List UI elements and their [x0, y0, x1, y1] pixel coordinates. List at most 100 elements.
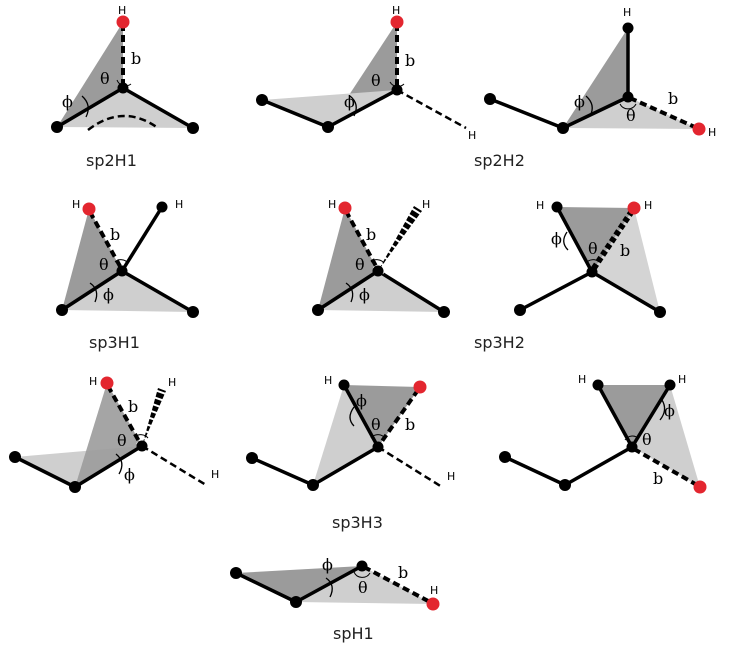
atom-h-target: [338, 201, 352, 215]
dihedral-plane-dark: [344, 385, 420, 447]
b-bond-dashed: [629, 96, 698, 130]
panel-sph1: H b θ ϕ spH1: [230, 555, 440, 643]
phi-label: ϕ: [62, 92, 73, 111]
h-label: H: [175, 198, 183, 211]
dihedral-plane-light: [318, 271, 444, 312]
h-label: H: [422, 198, 430, 211]
bond: [555, 206, 594, 273]
theta-arc: [624, 435, 639, 441]
h-label: H: [168, 376, 176, 389]
bond: [377, 269, 445, 314]
atom-h-target: [116, 15, 130, 29]
h-bond-dashed: [377, 445, 443, 489]
phi-arc: [89, 282, 98, 303]
dihedral-plane-dark: [557, 207, 634, 272]
atom-h: [622, 22, 634, 34]
bond: [591, 270, 661, 314]
atom-c: [51, 121, 63, 133]
dihedral-plane-light: [592, 208, 660, 312]
h-bond-dashed: [396, 88, 467, 130]
theta-label: θ: [371, 415, 381, 434]
phi-arc: [115, 453, 123, 475]
h-label: H: [447, 470, 455, 483]
h-label: H: [392, 4, 400, 17]
atom-c: [69, 481, 81, 493]
phi-label: ϕ: [344, 92, 355, 111]
dihedral-plane-light: [563, 97, 699, 129]
panel-caption: spH1: [333, 624, 374, 643]
bond: [564, 445, 633, 487]
b-label: b: [110, 225, 120, 244]
b-bond-dashed: [591, 209, 635, 270]
panel-sp2h2: H H b θ ϕ sp2H2: [256, 4, 525, 170]
h-label: H: [578, 373, 586, 386]
phi-arc: [345, 282, 354, 303]
b-label: b: [653, 469, 663, 488]
atom-c: [116, 265, 128, 277]
bond: [261, 98, 329, 129]
bond: [61, 269, 123, 312]
bond: [56, 86, 124, 129]
atom-c: [626, 441, 638, 453]
h-label: H: [708, 126, 716, 139]
atom-c: [246, 452, 258, 464]
atom-c: [322, 121, 334, 133]
theta-arc: [370, 434, 386, 439]
theta-arc: [134, 434, 149, 439]
atom-h-target: [390, 15, 404, 29]
atom-c: [514, 304, 526, 316]
theta-label: θ: [626, 106, 636, 125]
atom-c: [391, 84, 403, 96]
phi-label: ϕ: [322, 555, 333, 574]
b-label: b: [620, 241, 630, 260]
atom-c: [499, 451, 511, 463]
panel-sp2h1: H b θ ϕ sp2H1: [51, 4, 199, 170]
b-label: b: [398, 563, 408, 582]
theta-label: θ: [117, 431, 127, 450]
panel-sp3h3: H H b θ ϕ sp3H3: [246, 374, 455, 532]
atom-c: [187, 122, 199, 134]
dihedral-plane-light: [313, 385, 378, 485]
bond: [295, 564, 363, 604]
atom-c: [290, 596, 302, 608]
bond: [235, 571, 297, 604]
dihedral-plane-light: [632, 385, 700, 487]
atom-c: [117, 82, 129, 94]
atom-h: [551, 201, 563, 213]
phi-arc: [81, 95, 89, 118]
phi-arc: [325, 577, 333, 598]
bond: [120, 206, 164, 272]
h-label: H: [72, 198, 80, 211]
theta-label: θ: [588, 239, 598, 258]
atom-h-target: [426, 597, 440, 611]
atom-c: [372, 265, 384, 277]
dihedral-plane-light: [57, 88, 193, 128]
b-bond-dashed: [363, 565, 431, 604]
sp2-lobe-dashed: [87, 114, 159, 131]
bond: [122, 86, 194, 130]
b-label: b: [366, 225, 376, 244]
panel-caption: sp2H1: [86, 151, 137, 170]
atom-h-target: [627, 201, 641, 215]
atom-c: [9, 451, 21, 463]
panel-sp3h3-right: H H b θ ϕ: [499, 373, 707, 494]
phi-arc: [659, 399, 666, 421]
atom-c: [622, 91, 634, 103]
panel-sp3h3-left: H H H b θ ϕ: [9, 375, 219, 493]
panel-caption: sp3H3: [332, 513, 383, 532]
theta-arc: [370, 259, 385, 264]
dihedral-plane-dark: [318, 208, 378, 310]
b-label: b: [405, 415, 415, 434]
b-label: b: [131, 49, 141, 68]
bond: [74, 444, 143, 489]
phi-label: ϕ: [103, 285, 114, 304]
h-bond-dashed: [141, 444, 207, 487]
atom-c: [307, 479, 319, 491]
bond: [630, 384, 672, 448]
atom-c: [372, 441, 384, 453]
h-label: H: [89, 375, 97, 388]
atom-h: [338, 379, 350, 391]
phi-arc: [349, 406, 355, 427]
theta-label: θ: [371, 71, 381, 90]
